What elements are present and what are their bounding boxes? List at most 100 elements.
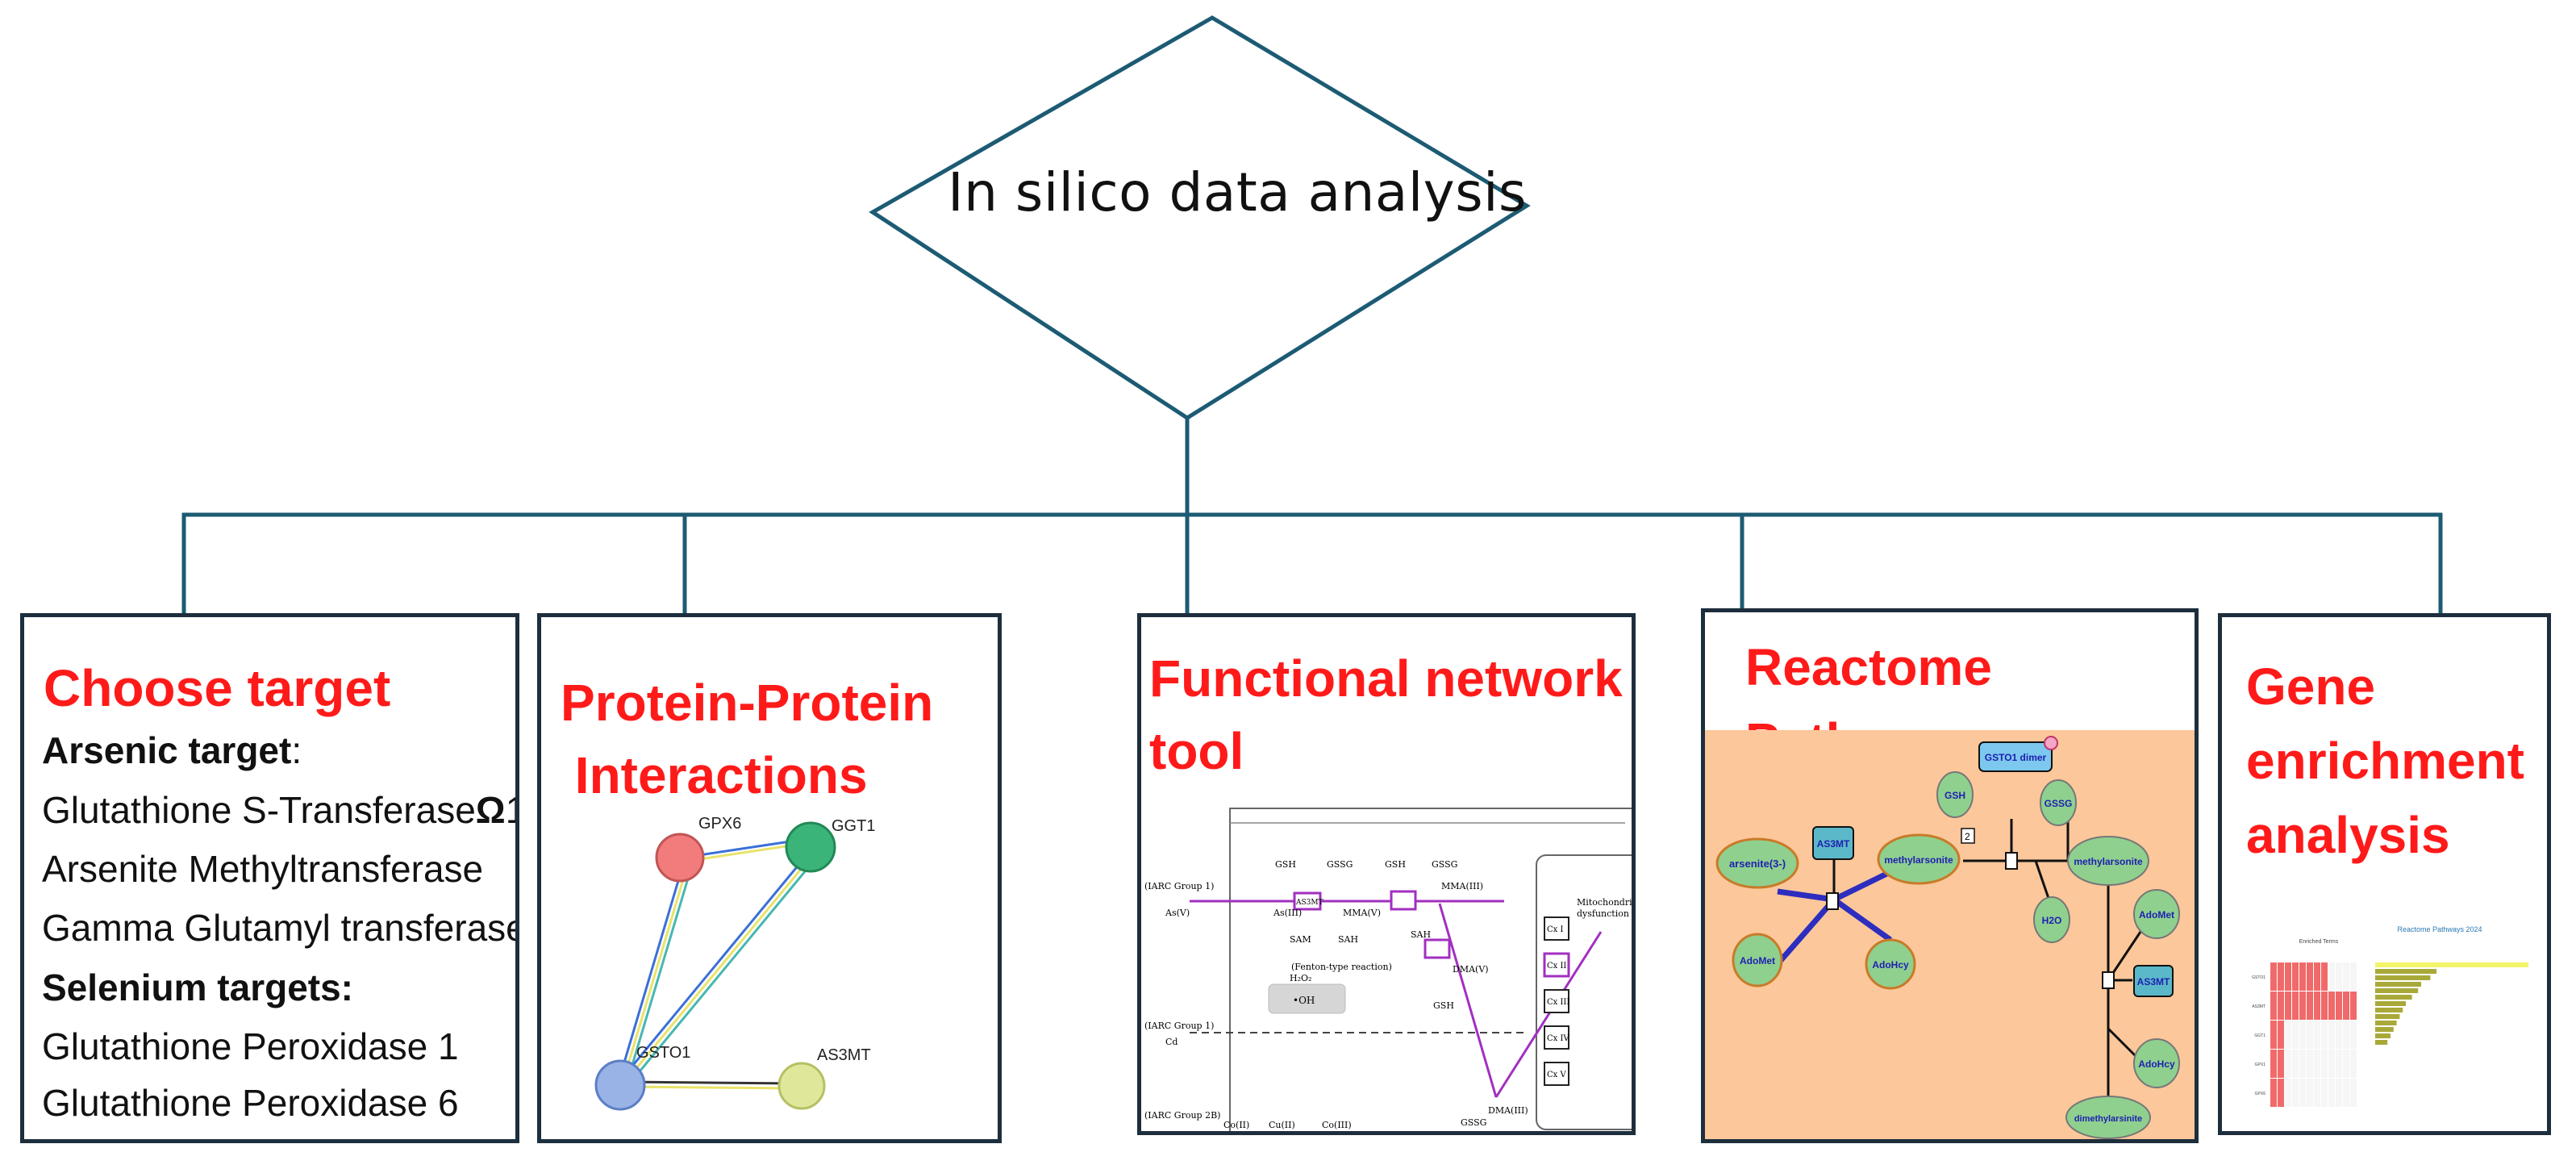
fn-cx3: Cx III	[1547, 998, 1569, 1007]
heatmap-cell	[2278, 1050, 2284, 1078]
reactome-node-h2o	[2033, 896, 2070, 943]
heatmap-cell	[2292, 962, 2299, 991]
functional-title-line1: Functional network	[1149, 649, 1623, 708]
reactome-step-label: 2	[1965, 831, 1970, 842]
enrichment-bar	[2375, 1040, 2388, 1045]
heatmap-cell	[2350, 1079, 2357, 1107]
enrichment-bar	[2375, 1027, 2394, 1032]
enrichment-chart-title: Reactome Pathways 2024	[2397, 925, 2482, 933]
heatmap-cell	[2350, 1021, 2357, 1049]
reactome-node-methylarsonite1	[1877, 833, 1961, 885]
fn-asv: As(V)	[1165, 908, 1190, 918]
heatmap-cell	[2350, 992, 2357, 1020]
fn-dmav: DMA(V)	[1453, 964, 1489, 975]
heatmap-cell	[2336, 1021, 2342, 1049]
fn-cd: Cd	[1165, 1037, 1178, 1047]
fn-cx4: Cx IV	[1547, 1034, 1569, 1043]
heatmap-cell	[2299, 1021, 2306, 1049]
ppi-edges	[620, 838, 811, 1090]
heatmap-cell	[2328, 1050, 2335, 1078]
root-label: In silico data analysis	[948, 161, 1527, 223]
reactome-label-h2o: H2O	[2042, 915, 2062, 926]
heatmap-cell	[2321, 1050, 2328, 1078]
functional-title-line2: tool	[1149, 722, 1244, 780]
omega-symbol: Ω	[475, 789, 506, 831]
reactome-label-adohcy2: AdoHcy	[2138, 1058, 2175, 1070]
reactome-label-arsenite: arsenite(3-)	[1729, 858, 1786, 870]
fn-iarc2b: (IARC Group 2B)	[1144, 1110, 1220, 1121]
heatmap-cell	[2336, 962, 2342, 991]
fn-gsh1: GSH	[1275, 859, 1296, 870]
heatmap-cell	[2336, 1050, 2342, 1078]
reactome-label-methylarsonite2: methylarsonite	[2074, 856, 2143, 867]
fn-gssg3: GSSG	[1461, 1117, 1486, 1128]
reactome-process-node2	[2005, 852, 2018, 870]
ppi-network: GPX6 GGT1 GSTO1 AS3MT	[594, 815, 875, 1111]
heatmap-cell	[2285, 992, 2291, 1020]
heatmap-cell	[2336, 992, 2342, 1020]
enrichment-bar	[2375, 988, 2419, 993]
enrichment-bar	[2375, 1014, 2400, 1019]
heatmap-cell	[2299, 1050, 2306, 1078]
arsenic-item-label: Glutathione S-Transferase	[42, 789, 476, 831]
reactome-label-adomet2: AdoMet	[2139, 909, 2174, 921]
heatmap-cell	[2314, 962, 2320, 991]
heatmap-cell	[2307, 992, 2313, 1020]
enrichment-chart: Reactome Pathways 2024 Enriched Terms GS…	[2252, 925, 2528, 1107]
heatmap-cell	[2321, 992, 2328, 1020]
enrichment-bar	[2375, 1008, 2403, 1012]
fn-as3mt-box1	[1293, 891, 1322, 911]
reactome-node-adohcy1	[1865, 938, 1916, 990]
heatmap-cell	[2285, 1021, 2291, 1049]
heatmap-cell	[2285, 1050, 2291, 1078]
reactome-label-adomet1: AdoMet	[1740, 955, 1775, 967]
fn-cx5-box	[1544, 1062, 1569, 1086]
enrichment-bar	[2375, 975, 2431, 980]
arsenic-heading-colon: :	[291, 729, 302, 771]
fn-h2o2: H₂O₂	[1290, 973, 1311, 983]
heatmap-cell	[2278, 992, 2284, 1020]
heatmap-cell	[2299, 992, 2306, 1020]
ppi-label-ggt1: GGT1	[832, 817, 875, 835]
reactome-node-as3mt2	[2133, 965, 2174, 997]
fn-mito: Mitochondrial	[1577, 897, 1632, 908]
selenium-heading: Selenium targets:	[42, 967, 353, 1008]
fn-sam: SAM	[1290, 934, 1311, 945]
fn-outer-frame	[1229, 808, 1632, 1131]
ppi-node-as3mt	[777, 1062, 826, 1110]
panel-ppi: Protein-Protein Interactions GPX6 GGT1 G…	[537, 613, 1002, 1143]
heatmap-cell	[2278, 1021, 2284, 1049]
fn-gsh3: GSH	[1433, 1000, 1454, 1011]
heatmap-row-label: GPX1	[2255, 1063, 2266, 1067]
enrichment-bar	[2375, 1021, 2397, 1025]
fn-gssg2: GSSG	[1432, 859, 1457, 870]
ppi-title-line2: Interactions	[561, 746, 868, 804]
heatmap-cell	[2314, 1079, 2320, 1107]
arsenic-heading-line: Arsenic target:	[42, 729, 302, 772]
fn-cx1-box	[1544, 916, 1569, 941]
reactome-gsto1-badge	[2044, 736, 2058, 750]
heatmap-cell	[2307, 1050, 2313, 1078]
ppi-title-line1: Protein-Protein	[561, 674, 934, 732]
ppi-label-as3mt: AS3MT	[817, 1046, 871, 1064]
heatmap-row-label: AS3MT	[2252, 1004, 2265, 1009]
heatmap-cell	[2307, 962, 2313, 991]
heatmap-cell	[2270, 1050, 2277, 1078]
fn-oh: •OH	[1293, 995, 1315, 1006]
arsenic-item-gsto1: Glutathione S-TransferaseΩ1	[42, 788, 515, 832]
fn-dma-path	[1438, 903, 1498, 1098]
heatmap-cell	[2270, 1021, 2277, 1049]
selenium-item-gpx1: Glutathione Peroxidase 1	[42, 1025, 459, 1067]
reactome-label-methylarsonite1: methylarsonite	[1884, 854, 1953, 866]
heatmap-cell	[2278, 962, 2284, 991]
ppi-node-gsto1	[594, 1059, 646, 1111]
fn-sah2: SAH	[1411, 929, 1431, 940]
fn-cx1: Cx I	[1547, 925, 1563, 934]
reactome-node-adomet2	[2133, 889, 2180, 939]
arsenic-heading: Arsenic target	[42, 729, 292, 771]
reactome-node-gssg	[2040, 779, 2077, 826]
fn-mmaiii: MMA(III)	[1441, 881, 1483, 891]
heatmap-cell	[2270, 1079, 2277, 1107]
reactome-label-as3mt1: AS3MT	[1817, 838, 1850, 850]
fn-cx4-box	[1544, 1025, 1569, 1050]
